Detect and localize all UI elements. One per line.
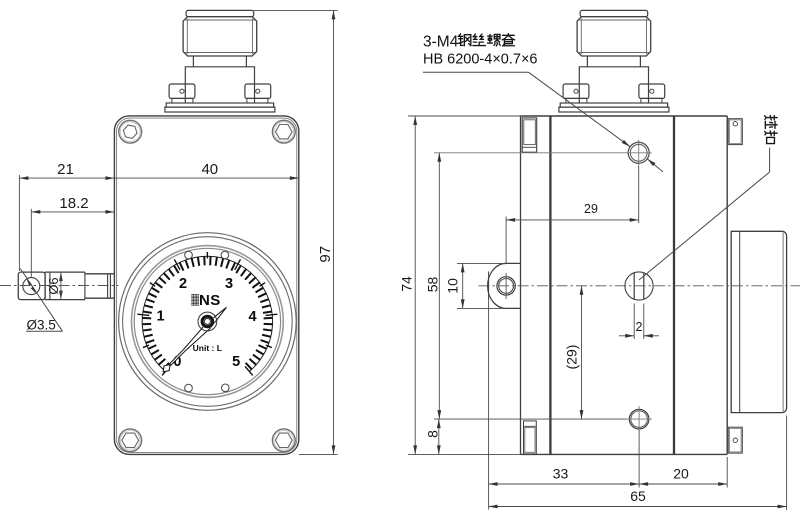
svg-text:3-M4: 3-M4	[423, 34, 459, 51]
svg-text:HB 6200-4×0.7×6: HB 6200-4×0.7×6	[423, 51, 537, 67]
svg-text:3: 3	[225, 276, 233, 292]
svg-text:65: 65	[630, 488, 646, 504]
svg-text:40: 40	[201, 161, 218, 178]
svg-text:58: 58	[425, 277, 441, 293]
svg-text:8: 8	[424, 430, 440, 438]
svg-text:(29): (29)	[564, 345, 580, 370]
svg-text:2: 2	[636, 320, 643, 334]
svg-text:10: 10	[444, 278, 460, 294]
svg-text:1: 1	[156, 309, 164, 325]
svg-text:0: 0	[173, 354, 181, 370]
svg-text:21: 21	[57, 161, 74, 178]
svg-text:5: 5	[232, 354, 240, 370]
svg-text:Unit : L: Unit : L	[193, 343, 222, 353]
svg-text:NS: NS	[199, 292, 221, 309]
svg-text:74: 74	[399, 276, 415, 292]
svg-text:Ø6: Ø6	[46, 277, 61, 294]
svg-text:Ø3.5: Ø3.5	[27, 317, 56, 332]
svg-text:20: 20	[673, 466, 689, 482]
svg-text:18.2: 18.2	[59, 195, 88, 212]
svg-text:4: 4	[248, 309, 256, 325]
svg-text:33: 33	[553, 466, 569, 482]
svg-text:29: 29	[584, 202, 598, 216]
svg-text:2: 2	[179, 276, 187, 292]
svg-text:97: 97	[317, 246, 334, 263]
